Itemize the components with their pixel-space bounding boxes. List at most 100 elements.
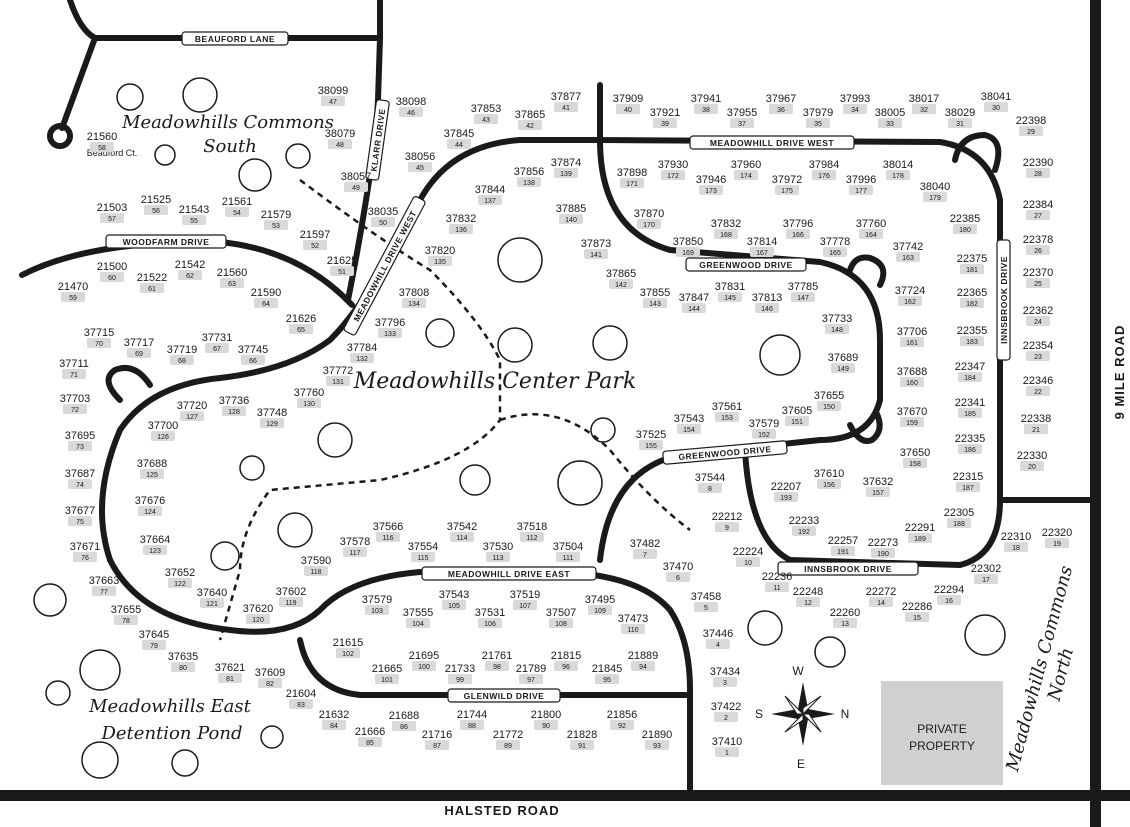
lot-index: 80 <box>179 665 187 672</box>
lot-index: 13 <box>841 621 849 628</box>
lot-index: 20 <box>1028 464 1036 471</box>
lot-index: 14 <box>877 600 885 607</box>
lot-box <box>736 557 760 567</box>
lot-index: 47 <box>329 99 337 106</box>
lot-number: 22338 <box>1021 413 1052 425</box>
lot-box <box>559 214 583 224</box>
lot-number: 21525 <box>141 194 172 206</box>
lot-index: 24 <box>1034 319 1042 326</box>
lot-number: 37844 <box>475 184 506 196</box>
tree-icon <box>210 541 240 571</box>
lot-number: 37579 <box>749 418 780 430</box>
lot-index: 75 <box>76 519 84 526</box>
lot-box <box>304 566 328 576</box>
lot-number: 37865 <box>515 109 546 121</box>
lot-box <box>554 102 578 112</box>
lot-box <box>637 219 661 229</box>
lot-index: 193 <box>780 495 792 502</box>
lot-box <box>412 661 436 671</box>
lot-box <box>937 595 961 605</box>
lot-box <box>350 353 374 363</box>
lot-number: 22302 <box>971 563 1002 575</box>
lot-index: 1 <box>725 750 729 757</box>
lot-number: 21761 <box>482 650 513 662</box>
lot-index: 164 <box>865 232 877 239</box>
lot-number: 37555 <box>403 607 434 619</box>
lot-box <box>178 270 202 280</box>
lot-box <box>755 303 779 313</box>
lot-box <box>974 574 998 584</box>
lot-box <box>68 516 92 526</box>
lot-index: 3 <box>723 680 727 687</box>
lot-index: 151 <box>791 419 803 426</box>
lot-box <box>303 240 327 250</box>
svg-text:INNSBROOK DRIVE: INNSBROOK DRIVE <box>804 564 892 574</box>
lot-number: 37663 <box>89 575 120 587</box>
lot-index: 42 <box>526 123 534 130</box>
halsted-road <box>0 790 1130 801</box>
lot-number: 37772 <box>323 365 354 377</box>
lot-number: 37671 <box>70 541 101 553</box>
lot-index: 126 <box>157 434 169 441</box>
lot-number: 37715 <box>84 327 115 339</box>
tree-icon <box>592 325 628 361</box>
lot-box <box>900 417 924 427</box>
lot-index: 133 <box>384 331 396 338</box>
lot-index: 99 <box>456 677 464 684</box>
lot-box <box>900 377 924 387</box>
lot-box <box>878 118 902 128</box>
lot-index: 106 <box>484 621 496 628</box>
lot-number: 38005 <box>875 107 906 119</box>
lot-index: 105 <box>448 603 460 610</box>
lot-index: 132 <box>356 356 368 363</box>
lot-box <box>144 205 168 215</box>
lot-number: 21815 <box>551 650 582 662</box>
lot-index: 130 <box>303 401 315 408</box>
lot-box <box>817 479 841 489</box>
area-label-commons-south-2: South <box>203 136 257 157</box>
lot-index: 2 <box>724 715 728 722</box>
lot-number: 21522 <box>137 272 168 284</box>
lot-index: 31 <box>956 121 964 128</box>
lot-box <box>220 278 244 288</box>
lot-index: 82 <box>266 681 274 688</box>
lot-number: 37796 <box>783 218 814 230</box>
lot-box <box>200 598 224 608</box>
lot-index: 108 <box>555 621 567 628</box>
lot-index: 175 <box>781 188 793 195</box>
lot-index: 11 <box>773 585 780 592</box>
lot-box <box>90 142 114 152</box>
lot-index: 22 <box>1034 389 1042 396</box>
lot-number: 22315 <box>953 471 984 483</box>
lot-box <box>1024 424 1048 434</box>
lot-number: 22355 <box>957 325 988 337</box>
tree-icon <box>33 583 67 617</box>
lot-number: 37845 <box>444 128 475 140</box>
